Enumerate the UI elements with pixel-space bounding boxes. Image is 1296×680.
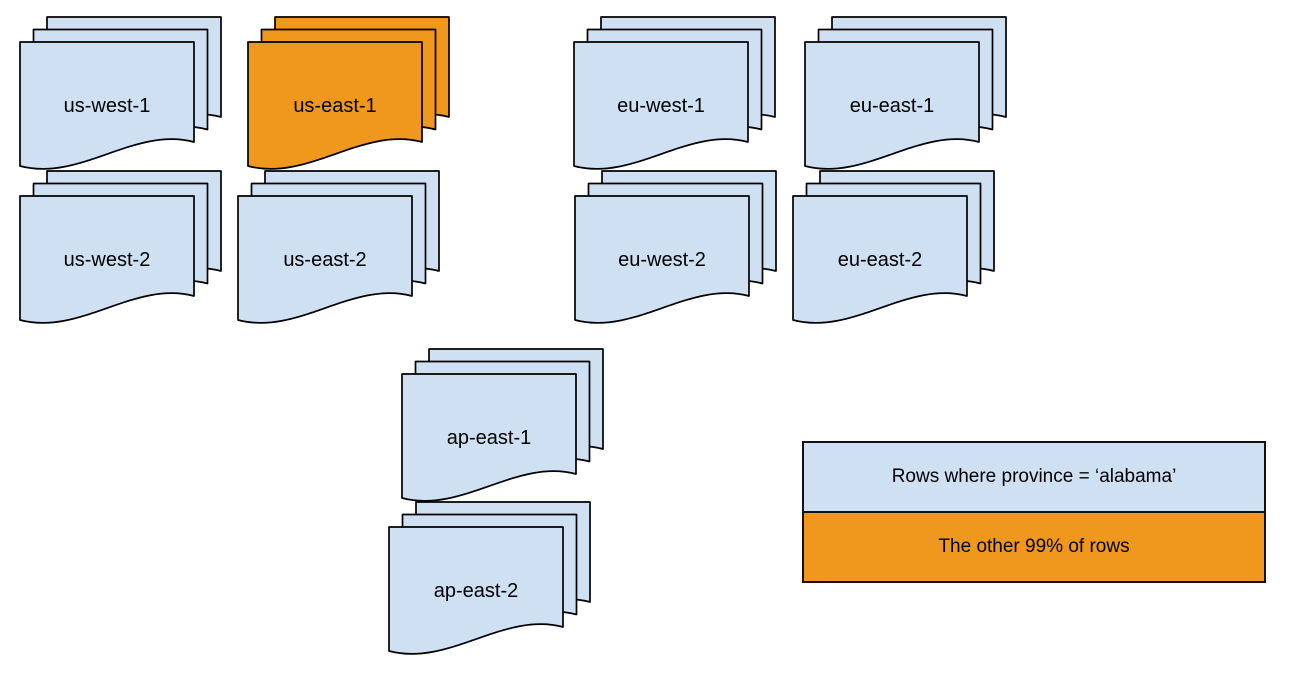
region-label: us-east-1 bbox=[293, 95, 376, 117]
region-label: us-east-2 bbox=[283, 249, 366, 271]
region-stack-eu-east-1: eu-east-1 bbox=[804, 16, 1007, 175]
document-sheet-front bbox=[237, 195, 413, 324]
region-stack-us-east-2: us-east-2 bbox=[237, 170, 440, 329]
document-sheet-front bbox=[574, 195, 750, 324]
region-label: ap-east-2 bbox=[434, 580, 519, 602]
document-sheet-front bbox=[388, 526, 564, 655]
document-sheet-front bbox=[804, 41, 980, 170]
region-label: us-west-2 bbox=[64, 249, 151, 271]
region-label: eu-west-2 bbox=[618, 249, 706, 271]
region-stack-ap-east-2: ap-east-2 bbox=[388, 501, 591, 660]
region-stack-us-west-1: us-west-1 bbox=[19, 16, 222, 175]
region-label: eu-west-1 bbox=[617, 95, 705, 117]
region-stack-us-east-1: us-east-1 bbox=[247, 16, 450, 175]
region-label: eu-east-2 bbox=[838, 249, 923, 271]
legend-item-label: The other 99% of rows bbox=[938, 536, 1130, 557]
legend-item-label: Rows where province = ‘alabama’ bbox=[891, 466, 1177, 487]
region-stack-ap-east-1: ap-east-1 bbox=[401, 348, 604, 507]
document-sheet-front bbox=[19, 41, 195, 170]
region-label: ap-east-1 bbox=[447, 427, 532, 449]
document-sheet-front bbox=[247, 41, 423, 170]
region-label: us-west-1 bbox=[64, 95, 151, 117]
document-sheet-front bbox=[19, 195, 195, 324]
region-stack-eu-west-2: eu-west-2 bbox=[574, 170, 777, 329]
legend: Rows where province = ‘alabama’ The othe… bbox=[802, 441, 1266, 583]
legend-item-other-rows: The other 99% of rows bbox=[804, 511, 1264, 581]
region-label: eu-east-1 bbox=[850, 95, 935, 117]
region-stack-us-west-2: us-west-2 bbox=[19, 170, 222, 329]
region-stack-eu-west-1: eu-west-1 bbox=[573, 16, 776, 175]
legend-item-alabama-rows: Rows where province = ‘alabama’ bbox=[804, 443, 1264, 511]
document-sheet-front bbox=[401, 373, 577, 502]
document-sheet-front bbox=[792, 195, 968, 324]
region-stack-eu-east-2: eu-east-2 bbox=[792, 170, 995, 329]
document-sheet-front bbox=[573, 41, 749, 170]
